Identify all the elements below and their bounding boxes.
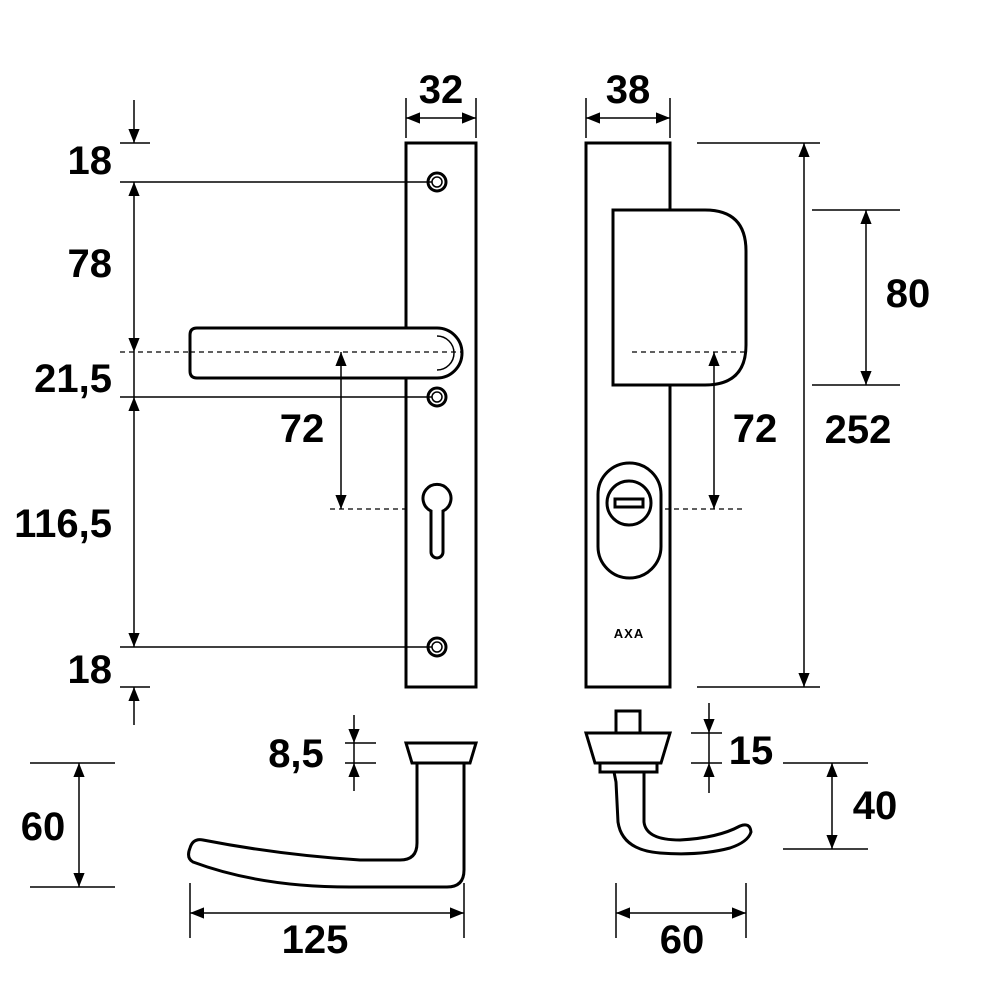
front-keyhole (421, 482, 453, 560)
lever-height-label: 60 (21, 805, 66, 849)
front-backplate (404, 141, 478, 689)
lever-projection-label: 125 (282, 918, 349, 962)
front-lower-spacing-label: 116,5 (14, 502, 112, 546)
side-cylinder-cover (596, 461, 663, 580)
front-handle-offset-label: 21,5 (34, 357, 112, 401)
front-view: 32 18 78 21,5 116,5 18 72 (14, 68, 478, 725)
side-total-height-label: 252 (825, 408, 892, 452)
cylinder-cap-height-label: 15 (729, 729, 774, 773)
side-lever-box-height-label: 80 (886, 272, 931, 316)
lever-detail: 8,5 60 125 (21, 715, 479, 962)
side-lever-housing (611, 208, 748, 387)
lever-rosette (403, 741, 479, 765)
side-brand-label: AXA (614, 626, 644, 641)
cylinder-projection-label: 60 (660, 918, 705, 962)
front-width-label: 32 (419, 68, 464, 112)
cylinder-rosette (583, 731, 673, 765)
front-top-offset-label: 18 (68, 139, 113, 183)
lever-profile (187, 761, 466, 889)
front-center-distance-label: 72 (280, 407, 325, 451)
cylinder-lever-profile (612, 770, 753, 856)
cylinder-detail: 15 40 60 (583, 703, 898, 962)
cylinder-cap (614, 709, 642, 735)
side-view: AXA 38 80 252 72 (584, 68, 931, 689)
front-handle-lever (188, 326, 464, 380)
front-bottom-offset-label: 18 (68, 648, 113, 692)
side-width-label: 38 (606, 68, 651, 112)
front-upper-spacing-label: 78 (68, 242, 113, 286)
cylinder-height-label: 40 (853, 784, 898, 828)
lever-rosette-thickness-label: 8,5 (268, 732, 324, 776)
side-center-distance-label: 72 (733, 407, 778, 451)
